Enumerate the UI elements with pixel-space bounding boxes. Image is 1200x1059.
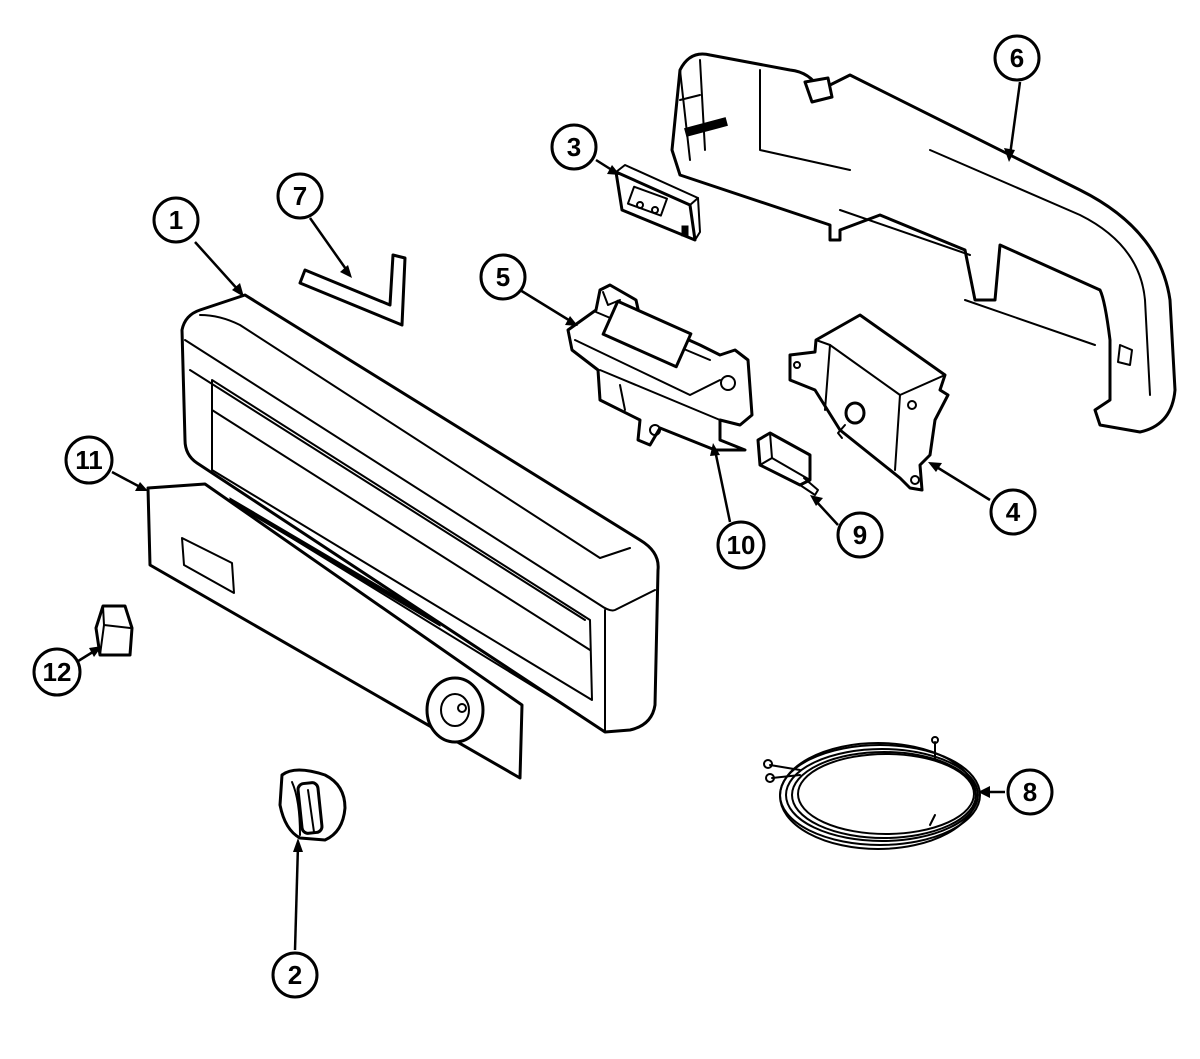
part-4-timer — [788, 313, 950, 492]
part-5-latch-assembly — [566, 283, 754, 452]
callout-2: 2 — [271, 951, 319, 999]
part-12-button — [94, 604, 134, 657]
callout-12: 12 — [32, 647, 82, 697]
callout-5-label: 5 — [496, 262, 510, 292]
callout-7-label: 7 — [293, 181, 307, 211]
part-11-overlay — [146, 482, 524, 780]
callout-9-label: 9 — [853, 520, 867, 550]
part-6-rear-cover — [670, 52, 1177, 434]
callout-4: 4 — [989, 488, 1037, 536]
part-7-l-strip — [298, 253, 407, 327]
callout-9: 9 — [836, 511, 884, 559]
callout-10: 10 — [716, 520, 766, 570]
part-2-knob — [278, 768, 347, 842]
callout-7: 7 — [276, 172, 324, 220]
part-8-wire-coil — [763, 736, 981, 850]
leader-lines — [74, 81, 1022, 951]
callout-10-label: 10 — [727, 530, 756, 560]
callout-8-label: 8 — [1023, 777, 1037, 807]
callout-3: 3 — [550, 123, 598, 171]
part-9-micro-switch — [756, 431, 819, 496]
callout-6: 6 — [993, 34, 1041, 82]
callout-11-label: 11 — [75, 445, 103, 475]
callout-2-label: 2 — [288, 960, 302, 990]
part-1-control-panel — [180, 293, 660, 734]
callout-4-label: 4 — [1006, 497, 1021, 527]
callout-11: 11 — [64, 435, 114, 485]
part-3-bracket — [614, 164, 701, 242]
callout-1: 1 — [152, 196, 200, 244]
callout-12-label: 12 — [43, 657, 72, 687]
callout-6-label: 6 — [1010, 43, 1024, 73]
callout-1-label: 1 — [169, 205, 183, 235]
callout-8: 8 — [1006, 768, 1054, 816]
callout-5: 5 — [479, 253, 527, 301]
callout-3-label: 3 — [567, 132, 581, 162]
